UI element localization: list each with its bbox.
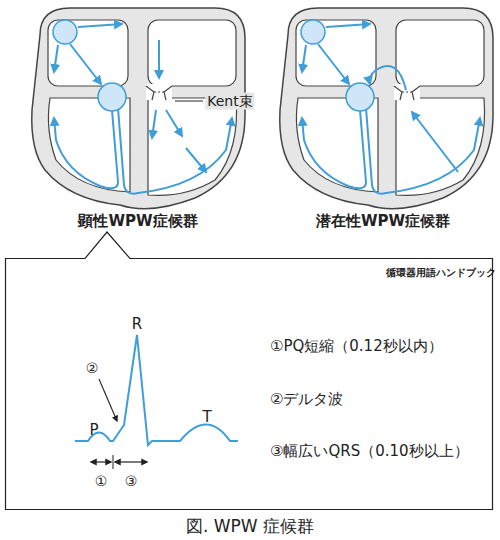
callout-outline	[5, 258, 493, 510]
figure-caption: 図. WPW 症候群	[186, 516, 314, 536]
note-text: ①PQ短縮（0.12秒以内）	[270, 337, 443, 355]
text-label: R	[132, 315, 142, 333]
callout-number: ①	[95, 473, 108, 490]
callout-number: ②	[86, 360, 99, 377]
text-label: P	[89, 421, 98, 439]
watermark: 循環器用語ハンドブック	[386, 267, 496, 279]
figure-label: 顕性WPW症候群	[78, 212, 197, 230]
figure-label: 潜在性WPW症候群	[316, 212, 450, 230]
part-label: Kent束	[205, 93, 254, 110]
callout-number: ③	[125, 473, 138, 490]
text-label: T	[202, 408, 211, 426]
callout-box: P R T ①③ ② ①PQ短縮（0.12秒以内） ②デルタ波 ③幅広いQRS（0.10秒以上…	[5, 258, 493, 510]
note-text: ②デルタ波	[270, 390, 343, 408]
note-text: ③幅広いQRS（0.10秒以上）	[270, 442, 469, 460]
